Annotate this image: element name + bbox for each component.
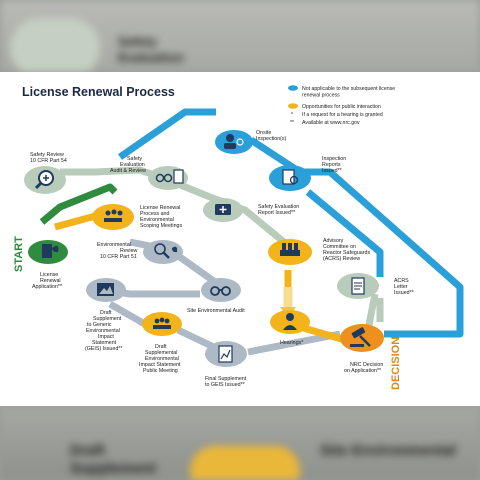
- gavel-icon: [350, 327, 371, 347]
- legend-blue-swatch: [288, 85, 298, 91]
- legend-dstar-text: Available at www.nrc.gov: [302, 120, 360, 126]
- label-site-audit: Site Environmental Audit: [187, 308, 245, 314]
- label-onsite: Onsite Inspection(s): [256, 130, 287, 142]
- legend-star-mark: *: [291, 112, 293, 118]
- diagram-card: License Renewal Process Not applicable t…: [0, 72, 480, 406]
- label-acrs-letter: ACRS Letter Issued**: [394, 278, 414, 296]
- node-final-supplement[interactable]: [205, 341, 247, 367]
- node-hearings[interactable]: [270, 310, 310, 334]
- magnifier-plus-icon: [34, 170, 54, 190]
- label-draft-meeting: Draft Supplemental Environmental Impact …: [139, 344, 182, 374]
- label-acrs-review: Advisory Committee on Reactor Safeguards…: [323, 238, 372, 262]
- legend-blue-line2: renewal process: [302, 93, 340, 99]
- blurred-background-top: Safety Evaluation: [0, 0, 480, 72]
- node-acrs-letter[interactable]: [337, 273, 379, 299]
- label-ser-issued: Safety Evaluation Report Issued**: [258, 204, 301, 216]
- report-magnifier-icon: [282, 169, 299, 185]
- binoculars-icon: [210, 286, 231, 296]
- node-draft-meeting[interactable]: [142, 312, 182, 336]
- label-hearings: Hearings*: [280, 340, 303, 346]
- label-final-supplement: Final Supplement to GEIS Issued**: [205, 376, 248, 388]
- judge-icon: [283, 313, 297, 330]
- meeting-icon: [104, 209, 123, 222]
- blurred-background-bottom: Draft Supplement Site Environmental: [0, 406, 480, 480]
- node-ser-issued[interactable]: [203, 198, 243, 222]
- glasses-document-icon: [155, 169, 184, 184]
- public-meeting-icon: [153, 317, 171, 329]
- legend-star-text: If a request for a hearing is granted: [302, 112, 383, 118]
- label-env-review: Environmental Review 10 CFR Part 51: [97, 242, 139, 260]
- process-diagram: License Renewal Process Not applicable t…: [13, 85, 464, 390]
- node-env-review[interactable]: [143, 240, 183, 264]
- node-site-audit[interactable]: [201, 278, 241, 302]
- node-lr-meetings[interactable]: [92, 204, 134, 230]
- committee-icon: [280, 243, 300, 256]
- label-application: License Renewal Application**: [32, 272, 62, 290]
- legend-yellow-swatch: [288, 103, 298, 109]
- chart-document-icon: [218, 345, 233, 363]
- start-path: [39, 183, 118, 225]
- label-draft-geis: Draft Supplement to Generic Environmenta…: [85, 310, 123, 352]
- magnifier-leaf-icon: [154, 243, 178, 259]
- legend-yellow-text: Opportunities for public interaction: [302, 104, 381, 110]
- inspector-icon: [224, 134, 244, 149]
- label-safety-eval-audit: Safety Evaluation Audit & Review: [110, 156, 146, 174]
- node-acrs-review[interactable]: [268, 239, 312, 265]
- diagram-title: License Renewal Process: [22, 85, 175, 99]
- node-draft-geis[interactable]: [86, 278, 126, 302]
- legend-blue-text: Not applicable to the subsequent license…: [302, 86, 397, 99]
- letter-icon: [351, 277, 365, 295]
- node-inspection-reports[interactable]: [269, 165, 311, 191]
- start-label: START: [13, 236, 25, 272]
- label-lr-meetings: License Renewal Process and Environmenta…: [140, 205, 182, 229]
- label-inspection-reports: Inspection Reports Issued**: [322, 156, 348, 174]
- decision-label: DECISION: [390, 337, 402, 390]
- node-safety-eval-audit[interactable]: [148, 166, 188, 190]
- label-nrc-decision: NRC Decision on Application**: [344, 362, 385, 374]
- label-safety-review: Safety Review 10 CFR Part 54: [30, 152, 67, 164]
- document-leaf-icon: [42, 244, 59, 258]
- briefcase-plus-icon: [215, 204, 231, 215]
- legend-dstar-mark: **: [290, 120, 294, 126]
- node-nrc-decision[interactable]: [340, 324, 384, 352]
- node-onsite-inspection[interactable]: [215, 130, 253, 154]
- legend-blue-line1: Not applicable to the subsequent license: [302, 86, 395, 92]
- legend: Not applicable to the subsequent license…: [288, 85, 397, 126]
- node-safety-review[interactable]: [24, 166, 66, 194]
- node-application[interactable]: [28, 240, 68, 264]
- landscape-document-icon: [97, 283, 114, 296]
